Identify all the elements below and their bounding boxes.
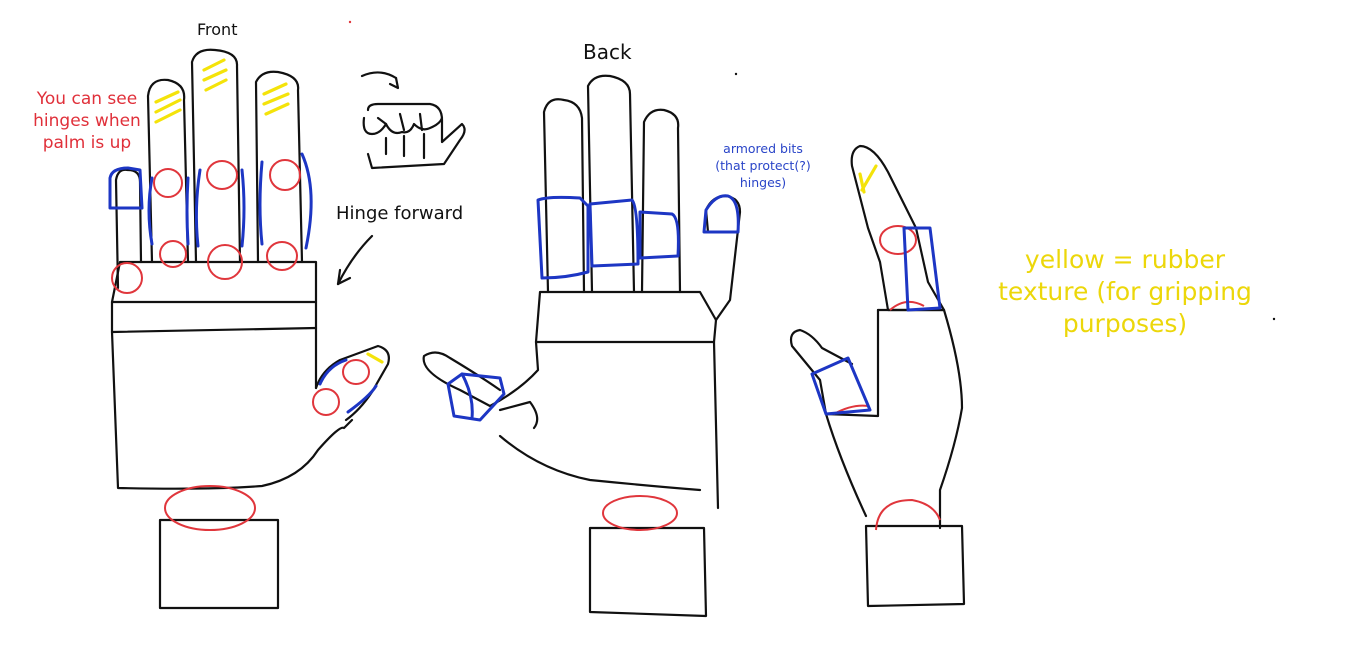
hinge-forward-arrow: [336, 234, 374, 286]
back-hand-hinges: [602, 495, 678, 531]
armored-bits-note: armored bits (that protect(?) hinges): [715, 141, 811, 190]
hinges-visible-note: You can see hinges when palm is up: [33, 89, 141, 153]
side-hand-hinges: [833, 225, 941, 531]
fist-icon: [360, 71, 466, 170]
side-hand-armor-plates: [810, 226, 942, 416]
front-hand-rubber-grips: [154, 58, 384, 364]
back-hand-outline: [422, 74, 742, 618]
front-hand-outline: [110, 48, 390, 610]
stray-marks: [348, 20, 1276, 321]
hinge-forward-label: Hinge forward: [336, 203, 464, 224]
rubber-texture-legend: yellow = rubber texture (for gripping pu…: [998, 245, 1252, 338]
back-hand: [422, 74, 742, 618]
side-hand-outline: [789, 144, 966, 608]
back-label: Back: [583, 40, 632, 64]
front-hand-hinges: [111, 159, 370, 531]
back-hand-armor-plates: [446, 194, 740, 422]
front-hand-armor-guards: [108, 152, 378, 414]
front-label: Front: [197, 20, 238, 39]
front-hand: [108, 48, 390, 610]
side-hand-rubber-grips: [858, 164, 878, 194]
side-hand: [789, 144, 966, 608]
